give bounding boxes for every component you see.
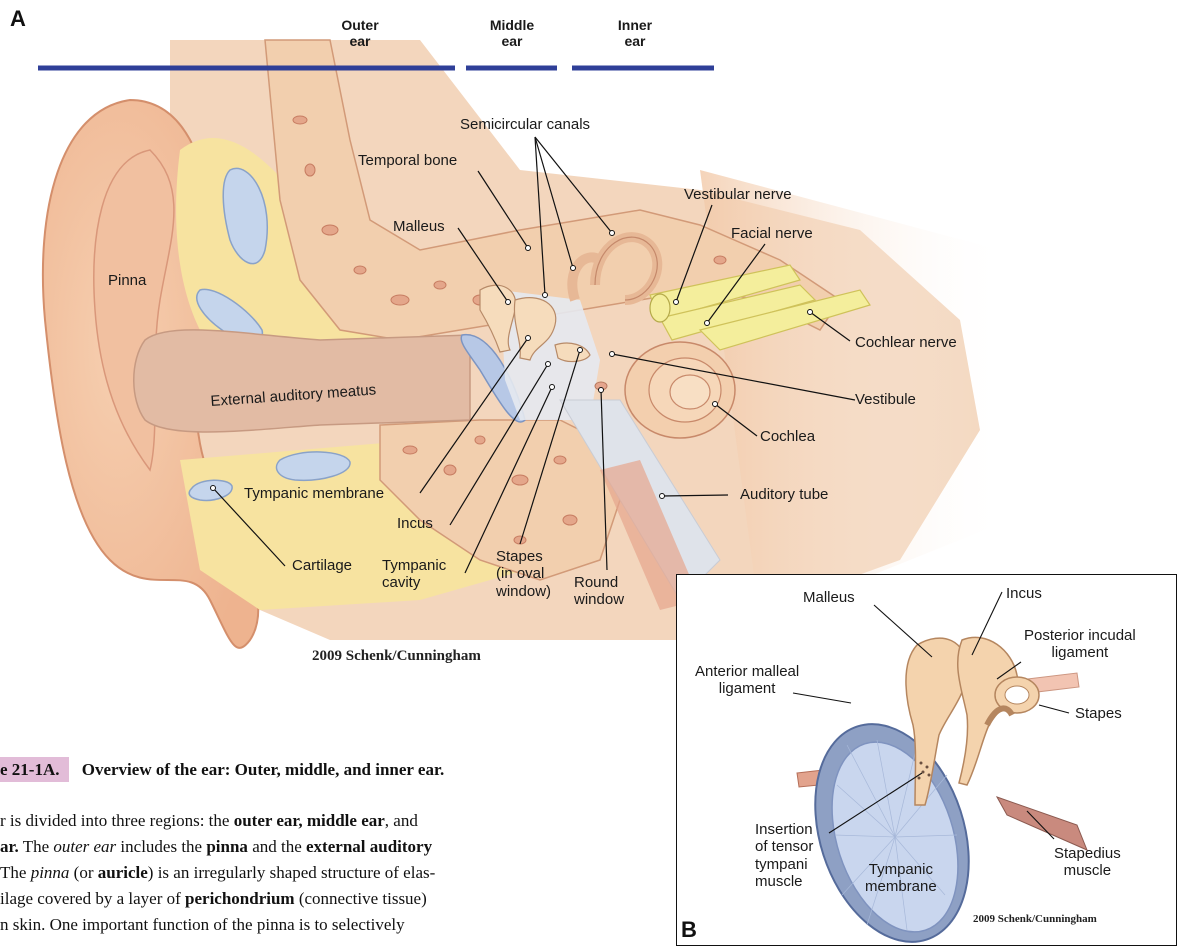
body-line-2: ar. The outer ear includes the pinna and… [0, 834, 432, 860]
label-incus: Incus [397, 515, 433, 532]
panel-a-credit: 2009 Schenk/Cunningham [312, 648, 481, 665]
label-stapes-oval-window: Stapes (in oval window) [496, 548, 551, 600]
body-line-4: ilage covered by a layer of perichondriu… [0, 886, 427, 912]
label-cochlea: Cochlea [760, 428, 815, 445]
b-label-malleus: Malleus [803, 589, 855, 606]
external-auditory-meatus [134, 330, 470, 432]
stapedius-muscle-shape [997, 797, 1087, 850]
body-line-5: n skin. One important function of the pi… [0, 912, 405, 938]
label-malleus: Malleus [393, 218, 445, 235]
body-line-3: The pinna (or auricle) is an irregularly… [0, 860, 435, 886]
label-cochlear-nerve: Cochlear nerve [855, 334, 957, 351]
body-line-1: r is divided into three regions: the out… [0, 808, 418, 834]
b-label-insertion-tensor-tympani: Insertion of tensor tympani muscle [755, 821, 813, 890]
panel-a-letter: A [10, 6, 26, 32]
label-vestibule: Vestibule [855, 391, 916, 408]
b-label-stapes: Stapes [1075, 705, 1122, 722]
label-pinna: Pinna [108, 272, 146, 289]
panel-b-letter: B [681, 917, 697, 943]
label-vestibular-nerve: Vestibular nerve [684, 186, 792, 203]
cochlea-shape [625, 342, 735, 438]
label-auditory-tube: Auditory tube [740, 486, 828, 503]
caption-tag: e 21-1A. [0, 757, 69, 782]
b-label-incus: Incus [1006, 585, 1042, 602]
label-temporal-bone: Temporal bone [358, 152, 457, 169]
label-semicircular-canals: Semicircular canals [460, 116, 590, 133]
figure-caption: e 21-1A. Overview of the ear: Outer, mid… [0, 760, 444, 780]
panel-b-credit: 2009 Schenk/Cunningham [973, 913, 1097, 925]
caption-text: Overview of the ear: Outer, middle, and … [82, 760, 444, 779]
label-facial-nerve: Facial nerve [731, 225, 813, 242]
label-tympanic-membrane: Tympanic membrane [244, 485, 384, 502]
label-cartilage: Cartilage [292, 557, 352, 574]
facial-nerve-end [650, 294, 670, 322]
